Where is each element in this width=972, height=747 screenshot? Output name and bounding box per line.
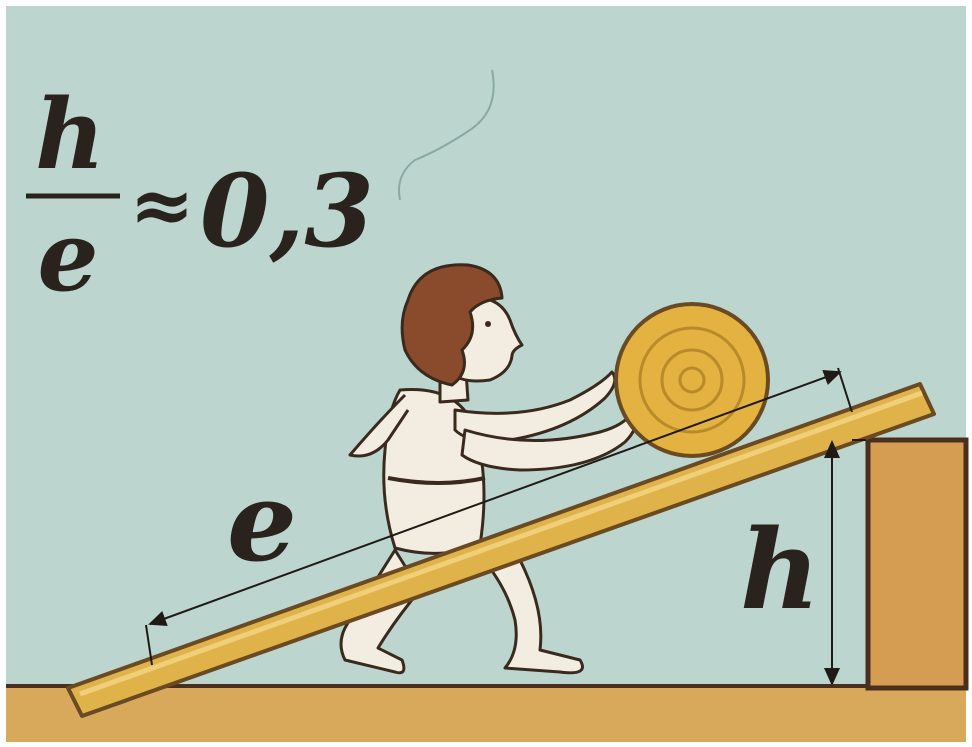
formula-denominator: e — [37, 200, 98, 313]
ground — [6, 686, 966, 742]
boulder — [614, 302, 770, 458]
formula-numerator: h — [35, 78, 105, 191]
wall-crack — [398, 69, 495, 201]
length-dimension — [145, 367, 853, 666]
length-label: e — [227, 457, 297, 586]
formula-value: 0,3 — [200, 152, 374, 270]
height-dimension — [824, 439, 866, 686]
length-arrow — [148, 369, 842, 627]
formula-approx-sign: ≈ — [129, 160, 194, 251]
ratio-formula: h e ≈ 0,3 — [26, 78, 374, 313]
platform-box — [865, 437, 969, 691]
height-label: h — [740, 505, 820, 634]
